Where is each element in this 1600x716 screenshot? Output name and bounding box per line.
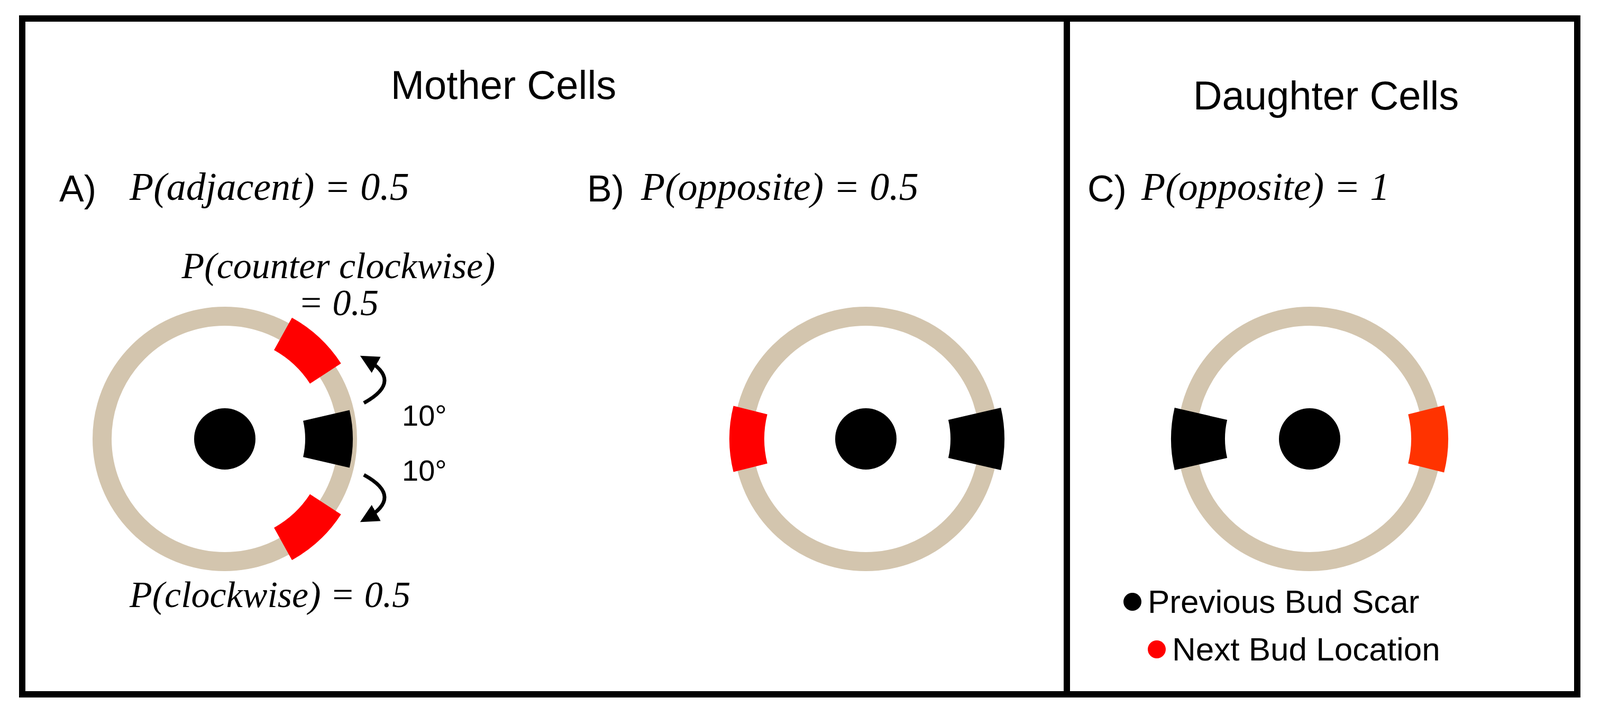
legend-text: Next Bud Location	[1172, 630, 1441, 669]
probability: P(clockwise) = 0.5	[129, 576, 411, 614]
nucleus	[1278, 408, 1341, 470]
nucleus	[194, 408, 256, 470]
nucleus	[835, 408, 897, 470]
cell	[729, 316, 1005, 562]
panel-heading: Mother Cells	[390, 62, 617, 108]
bud-scar	[948, 407, 1005, 471]
legend-swatch	[1123, 592, 1142, 611]
legend-entry: Previous Bud Scar	[1123, 582, 1420, 621]
legend-swatch	[1147, 640, 1166, 659]
angle: 10°	[401, 400, 447, 431]
panel-heading: Daughter Cells	[1193, 73, 1460, 118]
bud-scar	[303, 410, 353, 469]
bud-scar	[1171, 407, 1228, 471]
cell	[1171, 316, 1449, 562]
panel-letter: A)	[59, 170, 97, 208]
legend-entry: Next Bud Location	[1147, 630, 1441, 669]
rotation-arrow	[363, 474, 385, 520]
legend-text: Previous Bud Scar	[1147, 582, 1420, 621]
bud-site	[273, 494, 342, 561]
panel-letter: B)	[587, 170, 625, 208]
bud-site	[273, 317, 342, 384]
cell	[102, 316, 353, 562]
probability: P(counter clockwise) = 0.5	[175, 247, 502, 322]
panel-letter: C)	[1087, 170, 1127, 208]
bud-site	[1408, 405, 1449, 473]
probability: P(adjacent) = 0.5	[129, 167, 410, 207]
probability: P(opposite) = 0.5	[641, 167, 919, 207]
probability: P(opposite) = 1	[1141, 167, 1390, 207]
bud-site	[729, 406, 768, 473]
angle: 10°	[401, 455, 447, 486]
rotation-arrow	[363, 358, 385, 404]
